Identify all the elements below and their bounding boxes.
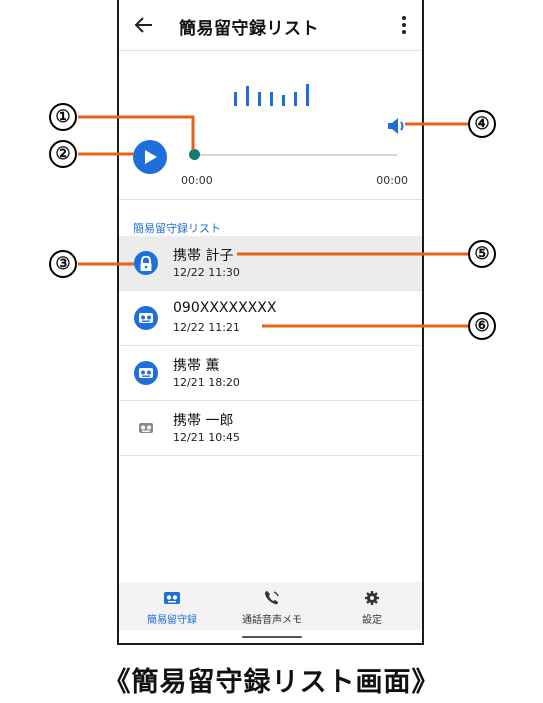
bottom-navigation: 簡易留守録 通話音声メモ 設定	[119, 582, 422, 630]
waveform	[234, 84, 318, 106]
list-item[interactable]: 携帯 薫 12/21 18:20	[119, 346, 422, 401]
more-options-icon[interactable]	[400, 14, 408, 36]
call-memo-icon	[265, 591, 279, 605]
audio-player: 00:00 00:00	[119, 51, 422, 199]
list-item[interactable]: 携帯 一郎 12/21 10:45	[119, 401, 422, 456]
elapsed-time: 00:00	[181, 174, 213, 187]
seek-knob[interactable]	[189, 149, 200, 160]
gear-icon	[365, 591, 379, 605]
list-item[interactable]: 携帯 計子 12/22 11:30	[119, 236, 422, 291]
figure-caption: 《簡易留守録リスト画面》	[103, 667, 440, 698]
caller-name: 携帯 一郎	[173, 413, 234, 429]
message-date: 12/22 11:30	[173, 266, 240, 279]
voicemail-icon	[134, 306, 158, 330]
page-title: 簡易留守録リスト	[179, 19, 319, 39]
callout-1: ①	[49, 103, 77, 131]
voicemail-played-icon	[134, 416, 158, 440]
nav-label: 簡易留守録	[147, 615, 197, 626]
voicemail-icon	[134, 361, 158, 385]
section-header: 簡易留守録リスト	[133, 222, 221, 235]
list-item[interactable]: 090XXXXXXXX 12/22 11:21	[119, 291, 422, 346]
play-button[interactable]	[133, 140, 167, 174]
nav-voicemail[interactable]: 簡易留守録	[122, 582, 222, 630]
nav-label: 通話音声メモ	[242, 615, 302, 626]
caller-name: 090XXXXXXXX	[173, 300, 277, 316]
app-bar: 簡易留守録リスト	[119, 0, 422, 50]
message-date: 12/21 10:45	[173, 431, 240, 444]
callout-4: ④	[468, 110, 496, 138]
nav-call-memo[interactable]: 通話音声メモ	[222, 582, 322, 630]
nav-settings[interactable]: 設定	[322, 582, 422, 630]
play-icon	[145, 150, 157, 164]
voicemail-icon	[164, 592, 180, 604]
caller-name: 携帯 薫	[173, 358, 220, 374]
lock-icon	[134, 251, 158, 275]
callout-5: ⑤	[468, 240, 496, 268]
caller-name: 携帯 計子	[173, 248, 234, 264]
seek-bar[interactable]	[195, 154, 397, 156]
callout-3: ③	[49, 250, 77, 278]
divider	[119, 50, 422, 51]
callout-6: ⑥	[468, 312, 496, 340]
gesture-bar[interactable]	[242, 636, 302, 638]
nav-label: 設定	[362, 615, 382, 626]
phone-screen: 簡易留守録リスト 00:00 00:00 簡易留守録リスト 携帯 計	[117, 0, 424, 645]
message-date: 12/22 11:21	[173, 321, 240, 334]
back-arrow-icon[interactable]	[133, 14, 155, 36]
total-time: 00:00	[376, 174, 408, 187]
divider	[119, 199, 422, 200]
message-date: 12/21 18:20	[173, 376, 240, 389]
speaker-icon[interactable]	[386, 115, 408, 137]
callout-2: ②	[49, 140, 77, 168]
